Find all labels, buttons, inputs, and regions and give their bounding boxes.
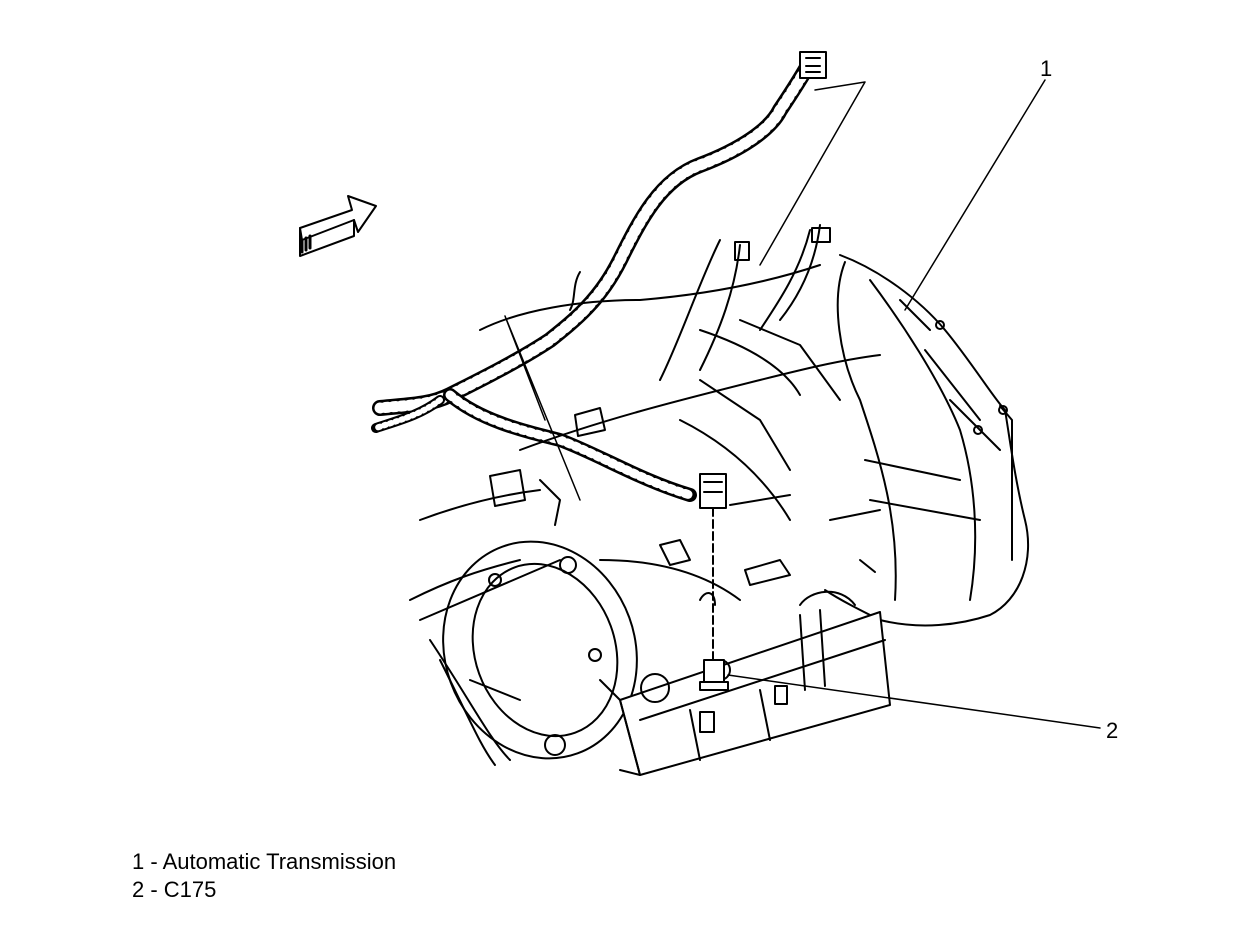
legend-item-1: 1 - Automatic Transmission: [132, 849, 397, 874]
legend: 1 - Automatic Transmission 2 - C175: [132, 848, 396, 904]
callout-2-leader: [727, 674, 1101, 729]
callout-2-number: 2: [1106, 718, 1119, 743]
c175-connector: [699, 473, 729, 691]
callout-1-leader: [904, 79, 1046, 311]
callout-1-number: 1: [1040, 56, 1053, 81]
wiring-harness: [371, 51, 827, 502]
direction-arrow-icon: [299, 195, 377, 257]
transmission-case: [409, 224, 1030, 776]
legend-item-2: 2 - C175: [132, 877, 217, 902]
